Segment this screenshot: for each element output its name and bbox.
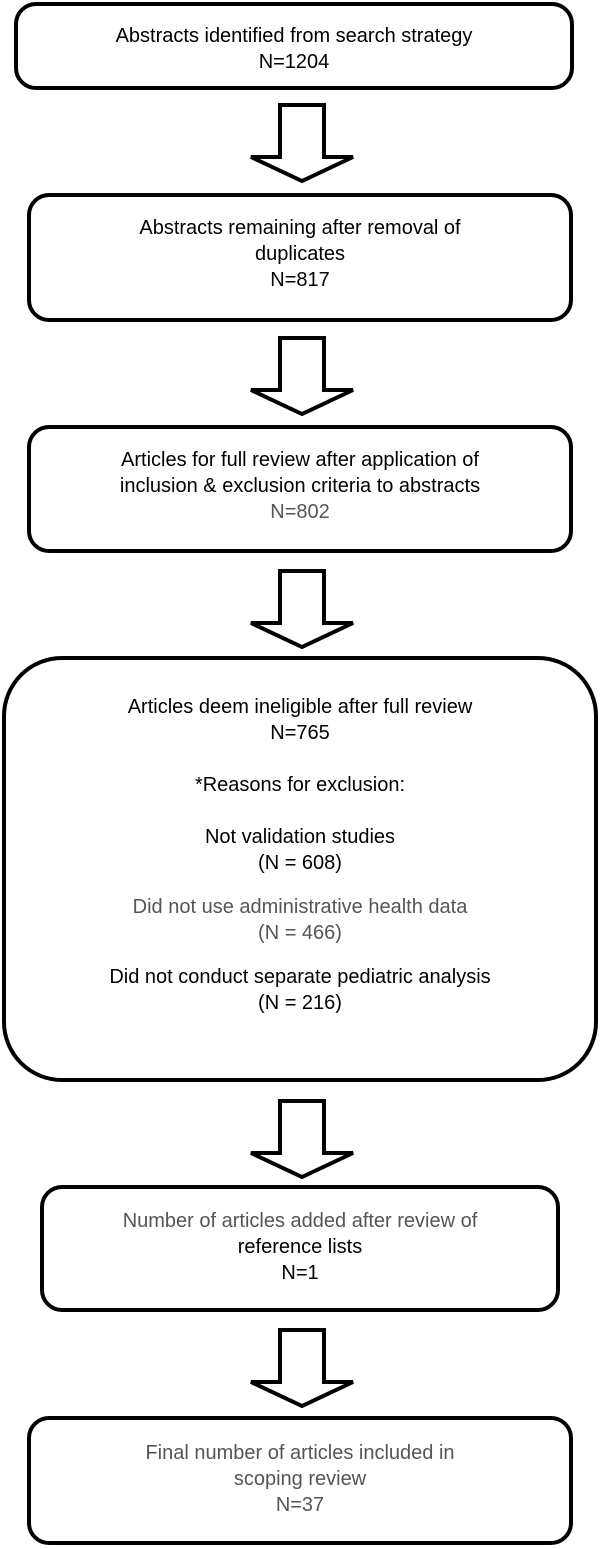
box-title-line2: scoping review [233,1468,367,1490]
box-count: N=1 [281,1262,319,1284]
reason-count: (N = 216) [258,992,342,1014]
box-count: N=1204 [258,51,330,73]
box-title: Abstracts identified from search strateg… [115,25,473,47]
reasons-heading: *Reasons for exclusion: [194,774,406,796]
box-title-line1: Number of articles added after review of [122,1210,478,1232]
box-title-line1: Final number of articles included in [145,1442,455,1464]
box-title-line1: Articles for full review after applicati… [121,449,479,471]
flow-box-ineligible: Articles deem ineligible after full revi… [2,656,598,1082]
box-title-line1: Abstracts remaining after removal of [139,217,461,239]
flow-box-deduplicated: Abstracts remaining after removal of dup… [27,193,573,322]
box-count: N=37 [275,1494,325,1516]
down-arrow-icon [247,103,357,183]
box-title-line2: reference lists [237,1236,363,1258]
flow-box-reference-lists: Number of articles added after review of… [40,1185,560,1312]
box-title-line2: duplicates [254,243,346,265]
reason-label: Not validation studies [204,826,396,848]
down-arrow-icon [247,1099,357,1179]
reason-label: Did not conduct separate pediatric analy… [109,966,491,988]
box-count: N=765 [270,722,330,744]
box-title: Articles deem ineligible after full revi… [127,696,473,718]
reason-count: (N = 608) [258,852,342,874]
box-count: N=802 [270,501,330,523]
box-count: N=817 [270,269,330,291]
down-arrow-icon [247,569,357,649]
reason-label: Did not use administrative health data [132,896,468,918]
flow-box-full-review: Articles for full review after applicati… [27,425,573,553]
flow-box-final-included: Final number of articles included in sco… [27,1416,573,1545]
down-arrow-icon [247,336,357,416]
reason-count: (N = 466) [258,922,342,944]
box-title-line2: inclusion & exclusion criteria to abstra… [119,475,481,497]
down-arrow-icon [247,1328,357,1408]
flow-box-identified: Abstracts identified from search strateg… [14,2,574,90]
